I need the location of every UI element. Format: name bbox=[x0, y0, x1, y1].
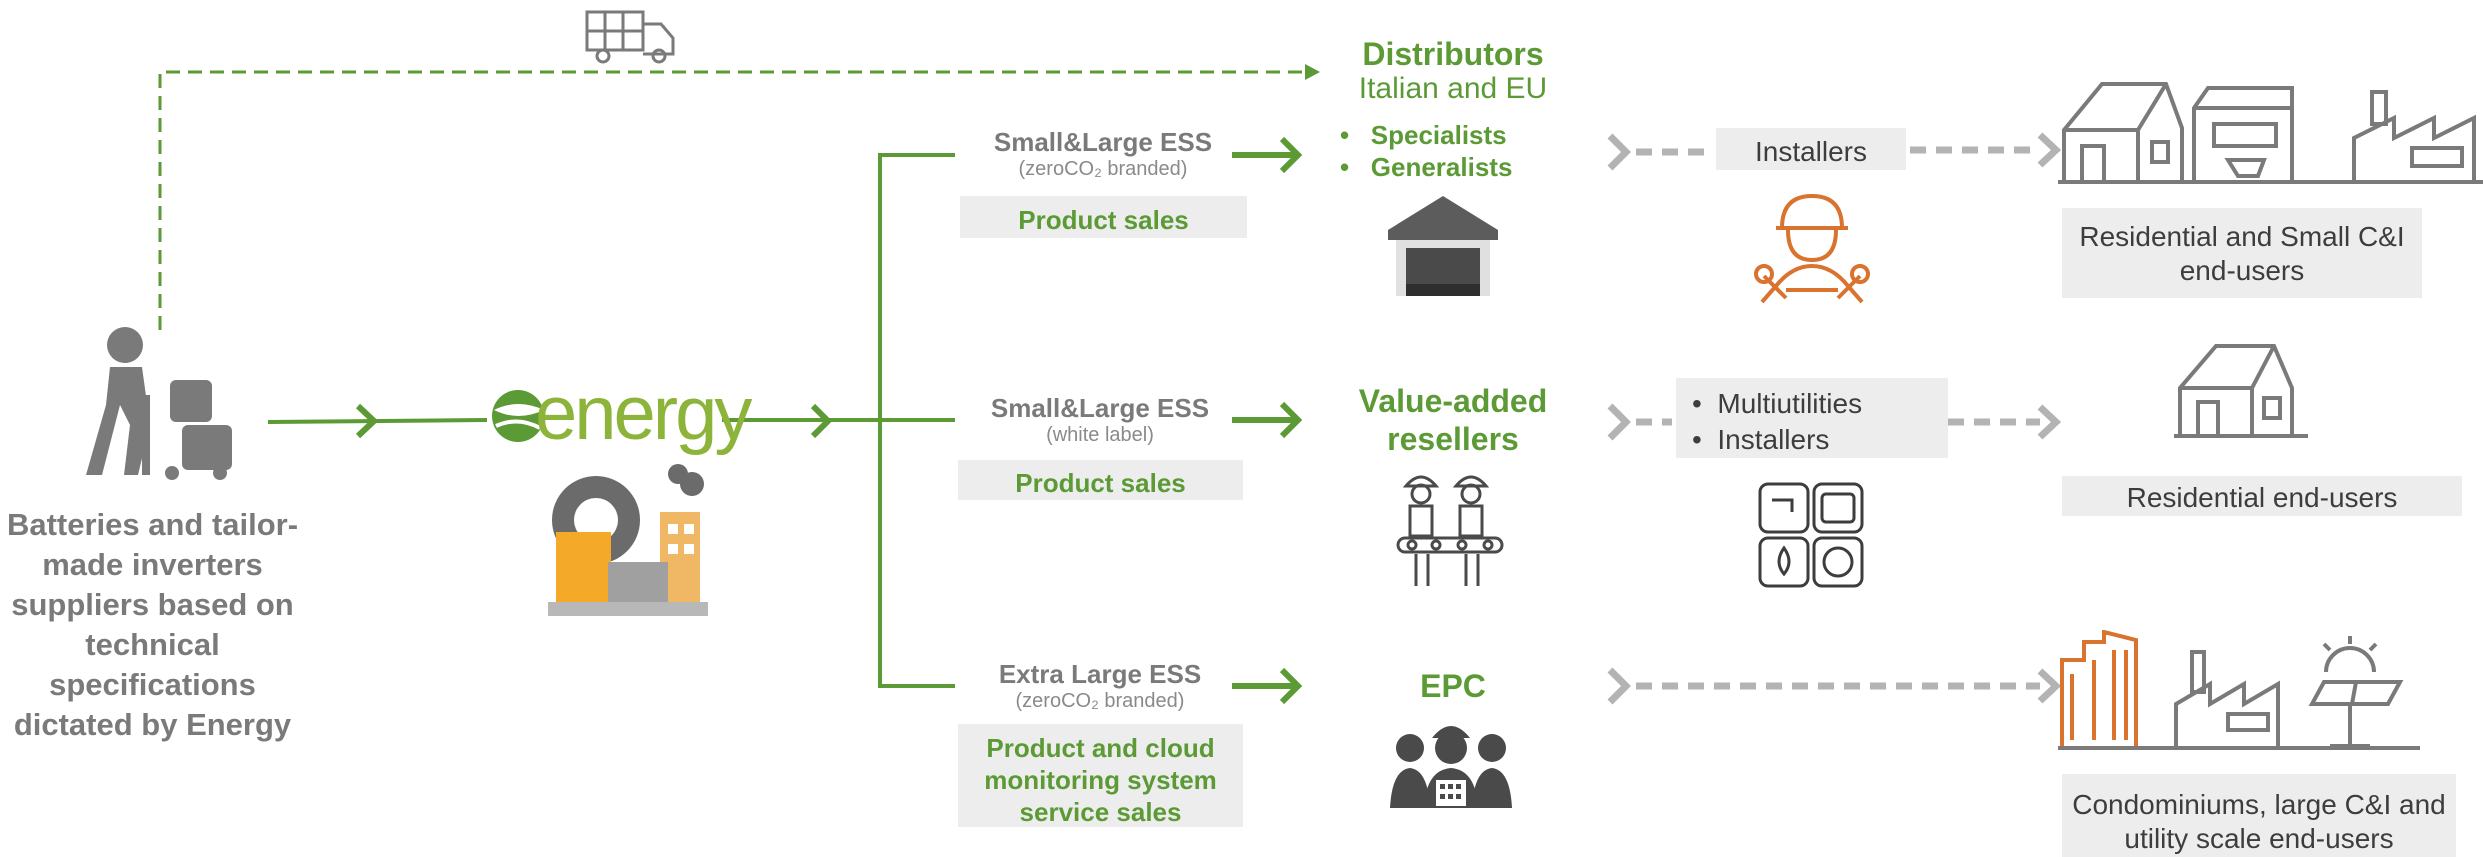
worker-with-boxes-icon bbox=[86, 327, 232, 480]
distributors-subtitle: Italian and EU bbox=[1358, 72, 1548, 105]
energy-globe-icon bbox=[492, 390, 544, 442]
end-users-1-box bbox=[2062, 208, 2422, 298]
end-users-2-box bbox=[2062, 476, 2462, 516]
end-users-3-label: Condominiums, large C&I and utility scal… bbox=[2072, 789, 2446, 854]
energy-logo-text: energy bbox=[535, 371, 752, 456]
grey-flows bbox=[1607, 132, 2062, 705]
channel-3-title: Extra Large ESS bbox=[998, 659, 1202, 689]
house-icon bbox=[2174, 344, 2308, 438]
engineers-group-icon bbox=[1390, 726, 1512, 808]
channel-1-box bbox=[960, 196, 1247, 238]
distributors-title: Distributors bbox=[1362, 36, 1544, 72]
multi-bullet-2: • Installers bbox=[1692, 424, 1830, 455]
channel-2-box bbox=[958, 460, 1243, 500]
distributors-bullet-1-text: Specialists bbox=[1370, 120, 1507, 150]
channel-arrows bbox=[1232, 136, 1303, 705]
direct-route-arrowhead bbox=[1305, 64, 1320, 80]
multi-bullet-1-text: Multiutilities bbox=[1717, 388, 1863, 419]
channel-3-subtitle: (zeroCO₂ branded) bbox=[1015, 690, 1185, 712]
multi-box bbox=[1676, 378, 1948, 458]
channel-2-box-label: Product sales bbox=[1015, 468, 1186, 498]
installers-label: Installers bbox=[1754, 136, 1868, 167]
channel-2-subtitle: (white label) bbox=[1046, 424, 1154, 446]
epc-title: EPC bbox=[1420, 668, 1486, 704]
energy-arrow-chevron bbox=[810, 403, 833, 439]
multi-bullet-1: • Multiutilities bbox=[1692, 388, 1863, 419]
channel-1-box-label: Product sales bbox=[1018, 205, 1189, 235]
utilities-icon bbox=[1758, 482, 1864, 588]
distributors-bullet-1: • Specialists bbox=[1340, 120, 1507, 150]
installers-box bbox=[1716, 128, 1906, 170]
supplier-label: Batteries and tailor-made inverters supp… bbox=[6, 507, 299, 742]
warehouse-icon bbox=[1388, 196, 1498, 296]
condo-industrial-solar-icon bbox=[2058, 630, 2420, 750]
distributors-bullet-2-text: Generalists bbox=[1370, 152, 1513, 182]
assembly-workers-icon bbox=[1396, 475, 1504, 586]
end-users-2-label: Residential end-users bbox=[2126, 482, 2398, 513]
channel-1-subtitle: (zeroCO₂ branded) bbox=[1018, 158, 1188, 180]
channel-3-box bbox=[958, 724, 1243, 827]
channel-2-title: Small&Large ESS bbox=[990, 393, 1210, 423]
channel-1-title: Small&Large ESS bbox=[993, 127, 1213, 157]
supplier-arrow-chevron bbox=[355, 403, 379, 439]
distributors-bullet-2: • Generalists bbox=[1340, 152, 1513, 182]
resellers-title: Value-added resellers bbox=[1358, 383, 1548, 457]
end-users-1-label: Residential and Small C&I end-users bbox=[2079, 221, 2405, 286]
multi-bullet-2-text: Installers bbox=[1717, 424, 1830, 455]
channel-3-box-label: Product and cloud monitoring system serv… bbox=[984, 733, 1217, 827]
truck-icon bbox=[585, 10, 675, 64]
factory-gear-icon bbox=[548, 464, 708, 616]
installer-worker-icon bbox=[1754, 193, 1870, 304]
end-users-3-box bbox=[2062, 774, 2456, 857]
residential-commercial-industrial-icon bbox=[2058, 82, 2483, 184]
